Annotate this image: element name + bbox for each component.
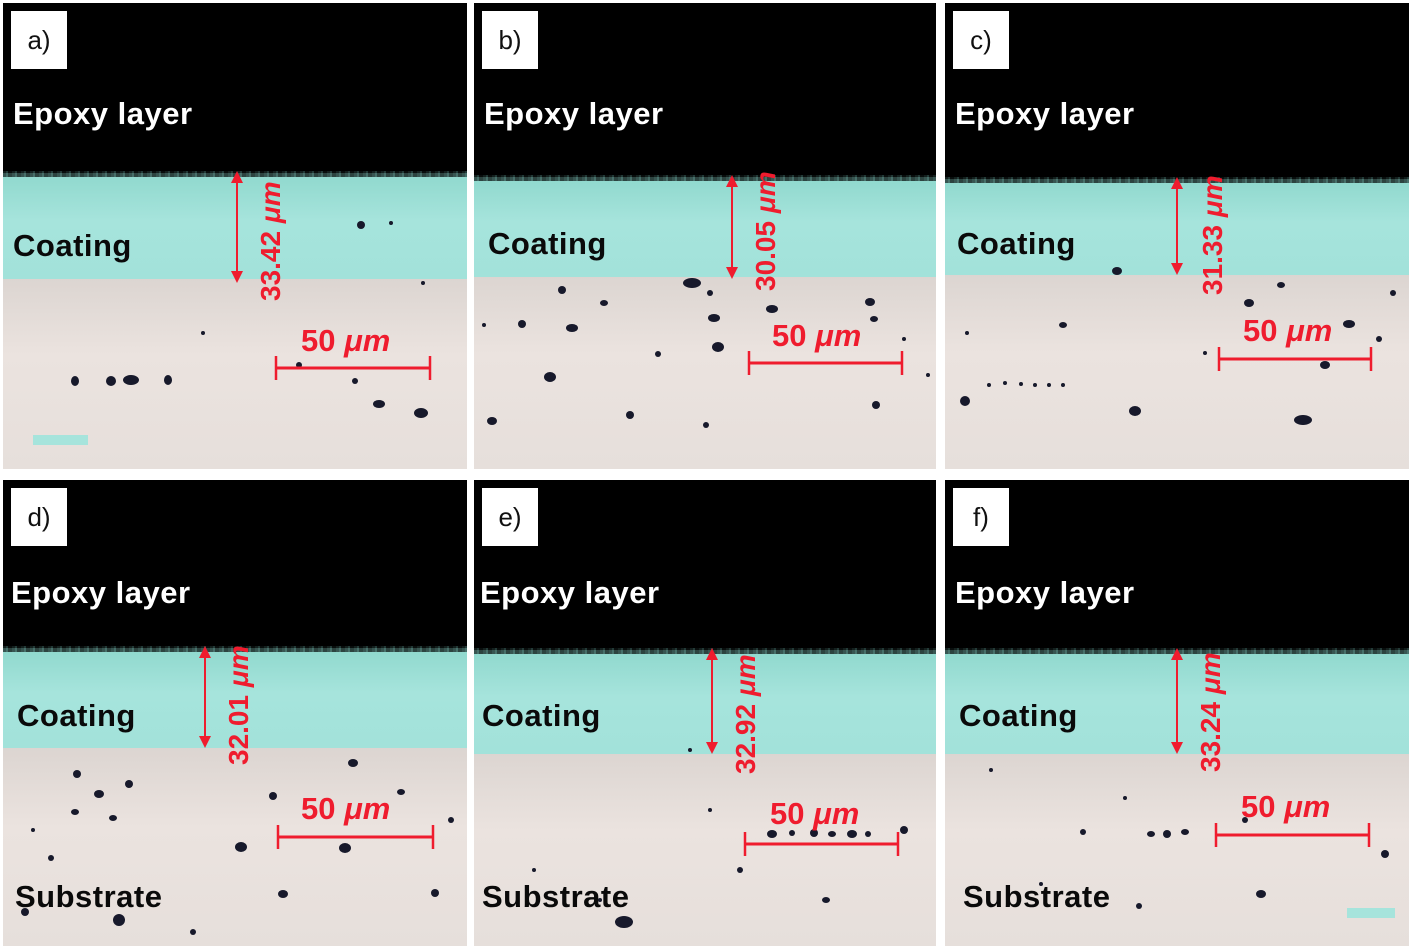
panel-tag: f) xyxy=(953,488,1009,546)
pores-overlay xyxy=(532,648,908,928)
scale-bar-label: 50 μm xyxy=(772,318,861,354)
epoxy-coating-boundary xyxy=(3,646,467,652)
epoxy-layer-label: Epoxy layer xyxy=(955,575,1135,610)
coating-region xyxy=(474,650,936,754)
coating-region xyxy=(3,173,467,279)
substrate-region xyxy=(945,275,1409,469)
panel-tag: c) xyxy=(953,11,1009,69)
pores-overlay xyxy=(33,171,432,445)
pores-overlay xyxy=(21,646,454,935)
coating-label: Coating xyxy=(482,698,601,733)
substrate-region xyxy=(945,754,1409,946)
scale-unit: μm xyxy=(344,323,391,358)
panel-tag: e) xyxy=(482,488,538,546)
thickness-unit: μm xyxy=(1197,175,1228,218)
thickness-label: 33.24 μm xyxy=(1195,652,1227,772)
thickness-unit: μm xyxy=(1195,652,1226,695)
substrate-region xyxy=(474,754,936,946)
thickness-unit: μm xyxy=(730,654,761,697)
scale-value: 50 xyxy=(301,323,336,358)
epoxy-region xyxy=(3,3,467,173)
thickness-value: 33.42 xyxy=(255,230,286,301)
thickness-unit: μm xyxy=(223,645,254,688)
scale-value: 50 xyxy=(301,791,336,826)
scale-unit: μm xyxy=(815,318,862,353)
panel-b: b) Epoxy layer Coating 30.05 μm 50 μm xyxy=(474,3,936,469)
panel-tag: b) xyxy=(482,11,538,69)
epoxy-region xyxy=(945,480,1409,650)
thickness-label: 30.05 μm xyxy=(750,171,782,291)
substrate-label: Substrate xyxy=(963,879,1111,914)
panel-tag: a) xyxy=(11,11,67,69)
thickness-value: 32.01 xyxy=(223,694,254,765)
thickness-value: 32.92 xyxy=(730,703,761,774)
thickness-unit: μm xyxy=(750,171,781,214)
coating-region xyxy=(474,177,936,277)
scale-bar-label: 50 μm xyxy=(1243,313,1332,349)
coating-label: Coating xyxy=(13,228,132,263)
coating-region xyxy=(3,648,467,748)
thickness-value: 30.05 xyxy=(750,220,781,291)
scale-value: 50 xyxy=(772,318,807,353)
coating-label: Coating xyxy=(488,226,607,261)
scale-bar-label: 50 μm xyxy=(770,796,859,832)
panel-f: f) Epoxy layer Coating Substrate 33.24 μ… xyxy=(945,480,1409,946)
coating-label: Coating xyxy=(959,698,1078,733)
pores-overlay xyxy=(960,177,1396,425)
scale-unit: μm xyxy=(813,796,860,831)
thickness-value: 33.24 xyxy=(1195,701,1226,772)
scale-unit: μm xyxy=(1284,789,1331,824)
scale-unit: μm xyxy=(344,791,391,826)
epoxy-region xyxy=(945,3,1409,179)
epoxy-layer-label: Epoxy layer xyxy=(955,96,1135,131)
panel-d: d) Epoxy layer Coating Substrate 32.01 μ… xyxy=(3,480,467,946)
thickness-label: 31.33 μm xyxy=(1197,175,1229,295)
epoxy-region xyxy=(474,3,936,177)
scale-bar-label: 50 μm xyxy=(1241,789,1330,825)
scale-bar-label: 50 μm xyxy=(301,791,390,827)
panel-a: a) Epoxy layer Coating 33.42 μm 50 μm xyxy=(3,3,467,469)
substrate-label: Substrate xyxy=(482,879,630,914)
panel-e: e) Epoxy layer Coating Substrate 32.92 μ… xyxy=(474,480,936,946)
epoxy-layer-label: Epoxy layer xyxy=(480,575,660,610)
scale-bar-label: 50 μm xyxy=(301,323,390,359)
panel-tag: d) xyxy=(11,488,67,546)
scale-unit: μm xyxy=(1286,313,1333,348)
epoxy-region xyxy=(474,480,936,650)
thickness-label: 32.92 μm xyxy=(730,654,762,774)
scale-value: 50 xyxy=(1241,789,1276,824)
substrate-label: Substrate xyxy=(15,879,163,914)
thickness-label: 33.42 μm xyxy=(255,181,287,301)
epoxy-region xyxy=(3,480,467,648)
scale-value: 50 xyxy=(770,796,805,831)
pores-overlay xyxy=(482,175,930,428)
epoxy-coating-boundary xyxy=(474,648,936,654)
epoxy-layer-label: Epoxy layer xyxy=(13,96,193,131)
thickness-label: 32.01 μm xyxy=(223,645,255,765)
epoxy-coating-boundary xyxy=(3,171,467,177)
epoxy-layer-label: Epoxy layer xyxy=(11,575,191,610)
scale-value: 50 xyxy=(1243,313,1278,348)
coating-label: Coating xyxy=(957,226,1076,261)
pores-overlay xyxy=(989,648,1395,918)
epoxy-coating-boundary xyxy=(474,175,936,181)
thickness-value: 31.33 xyxy=(1197,224,1228,295)
thickness-unit: μm xyxy=(255,181,286,224)
panel-c: c) Epoxy layer Coating 31.33 μm 50 μm xyxy=(945,3,1409,469)
coating-label: Coating xyxy=(17,698,136,733)
epoxy-layer-label: Epoxy layer xyxy=(484,96,664,131)
